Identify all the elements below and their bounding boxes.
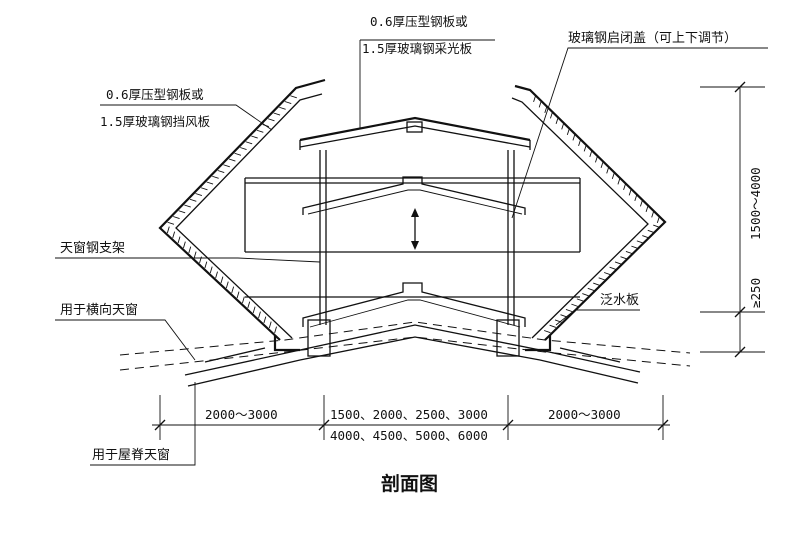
- steel-frame-label: 天窗钢支架: [60, 240, 125, 256]
- right-width-label: 2000～3000: [548, 407, 621, 422]
- leader-lines: [55, 39, 768, 466]
- caption: 剖面图: [381, 472, 438, 495]
- transverse-label: 用于横向天窗: [60, 302, 138, 318]
- height-dimension: [700, 81, 765, 358]
- side-panel-label-1: 0.6厚压型钢板或: [106, 87, 204, 102]
- left-windbreak-panel: [158, 78, 326, 341]
- top-lighting-panel: [299, 116, 531, 150]
- top-panel-label-1: 0.6厚压型钢板或: [370, 14, 468, 29]
- top-panel-label-2: 1.5厚玻璃钢采光板: [362, 41, 473, 56]
- frp-cover-label: 玻璃钢启闭盖（可上下调节）: [568, 31, 737, 46]
- base-cover: [302, 282, 526, 357]
- adjust-arrow-icon: [411, 208, 419, 250]
- center-width-label-1: 1500、2000、2500、3000: [330, 407, 488, 422]
- flashing-label: 泛水板: [600, 293, 639, 308]
- right-windbreak-panel: [511, 84, 667, 341]
- left-width-label: 2000～3000: [205, 407, 278, 422]
- min-height-label: ≥250: [748, 278, 763, 308]
- ridge-label: 用于屋脊天窗: [92, 447, 170, 463]
- width-dimension: [152, 395, 670, 440]
- steel-frame: [244, 150, 581, 325]
- roof-lines: [119, 321, 691, 387]
- center-width-label-2: 4000、4500、5000、6000: [330, 428, 488, 443]
- side-panel-label-2: 1.5厚玻璃钢挡风板: [100, 114, 211, 129]
- flashing: [204, 335, 621, 363]
- height-range-label: 1500～4000: [748, 167, 763, 240]
- adjustable-cover: [302, 176, 526, 215]
